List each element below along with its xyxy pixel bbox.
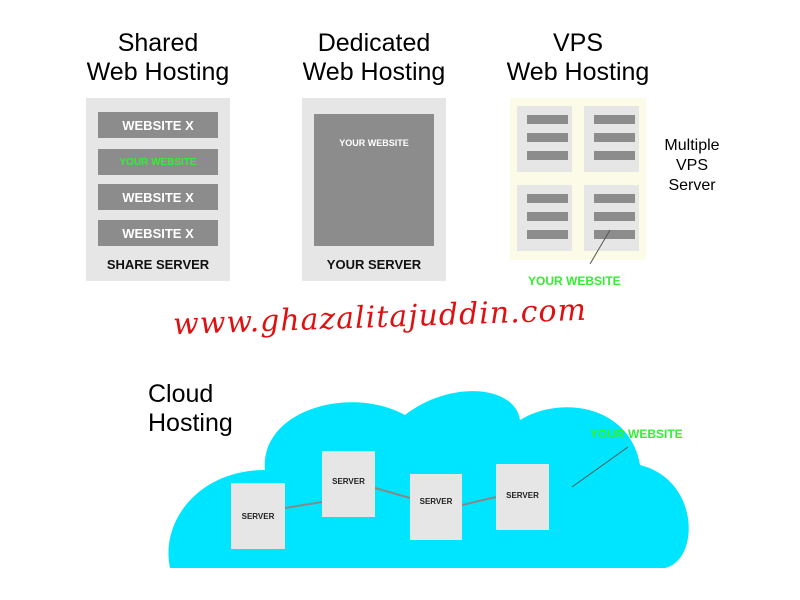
vps-bar <box>527 115 568 124</box>
cloud-server-label: SERVER <box>332 477 365 486</box>
vps-side-label-line2: VPS <box>675 157 708 174</box>
vps-your-website-label: YOUR WEBSITE <box>528 274 621 288</box>
cloud-server-2: SERVER <box>322 451 375 517</box>
dedicated-server-caption: YOUR SERVER <box>326 257 422 272</box>
shared-slot-4: WEBSITE X <box>98 220 218 246</box>
dedicated-title-line2: Web Hosting <box>302 58 446 86</box>
cloud-server-3: SERVER <box>410 474 462 540</box>
vps-bar <box>594 151 635 160</box>
shared-slot-your-website: YOUR WEBSITE <box>98 149 218 175</box>
dedicated-hosting-title: Dedicated Web Hosting <box>274 29 474 87</box>
cloud-title-line2: Hosting <box>148 409 233 437</box>
vps-title-line2: Web Hosting <box>506 58 650 86</box>
cloud-server-label: SERVER <box>419 496 453 506</box>
vps-hosting-title: VPS Web Hosting <box>478 29 678 87</box>
shared-server-caption: SHARE SERVER <box>106 257 210 272</box>
dedicated-website-block: YOUR WEBSITE <box>314 114 434 246</box>
vps-bar <box>527 230 568 239</box>
dedicated-title-line1: Dedicated <box>317 29 431 57</box>
vps-bar <box>594 194 635 203</box>
cloud-callout-line <box>571 446 629 488</box>
vps-instance-1 <box>517 106 572 172</box>
vps-bar <box>527 194 568 203</box>
cloud-server-label: SERVER <box>241 511 275 521</box>
shared-title-line2: Web Hosting <box>86 58 230 86</box>
shared-slot-3: WEBSITE X <box>98 184 218 210</box>
vps-bar <box>527 133 568 142</box>
vps-bar <box>594 230 635 239</box>
vps-side-label: Multiple VPS Server <box>650 136 734 196</box>
vps-bar <box>527 151 568 160</box>
vps-instance-3 <box>517 185 572 251</box>
vps-server-panel <box>510 98 646 260</box>
vps-bar <box>527 212 568 221</box>
vps-side-label-line1: Multiple <box>664 137 720 154</box>
vps-bar <box>594 212 635 221</box>
vps-title-line1: VPS <box>552 29 604 57</box>
shared-title-line1: Shared <box>117 29 199 57</box>
vps-instance-2 <box>584 106 639 172</box>
shared-server-panel: WEBSITE X YOUR WEBSITE WEBSITE X WEBSITE… <box>86 98 230 281</box>
cloud-server-4: SERVER <box>496 464 549 530</box>
cloud-your-website-label: YOUR WEBSITE <box>590 427 683 441</box>
dedicated-website-label: YOUR WEBSITE <box>339 138 409 148</box>
vps-bar <box>594 133 635 142</box>
cloud-server-label: SERVER <box>506 490 539 500</box>
cloud-hosting-title: Cloud Hosting <box>148 380 258 438</box>
server-links <box>284 487 497 509</box>
shared-slot-1: WEBSITE X <box>98 112 218 138</box>
vps-side-label-line3: Server <box>668 177 716 194</box>
vps-bar <box>594 115 635 124</box>
dedicated-server-panel: YOUR WEBSITE YOUR SERVER <box>302 98 446 281</box>
cloud-title-line1: Cloud <box>148 380 214 408</box>
shared-hosting-title: Shared Web Hosting <box>58 29 258 87</box>
cloud-server-1: SERVER <box>231 483 285 549</box>
